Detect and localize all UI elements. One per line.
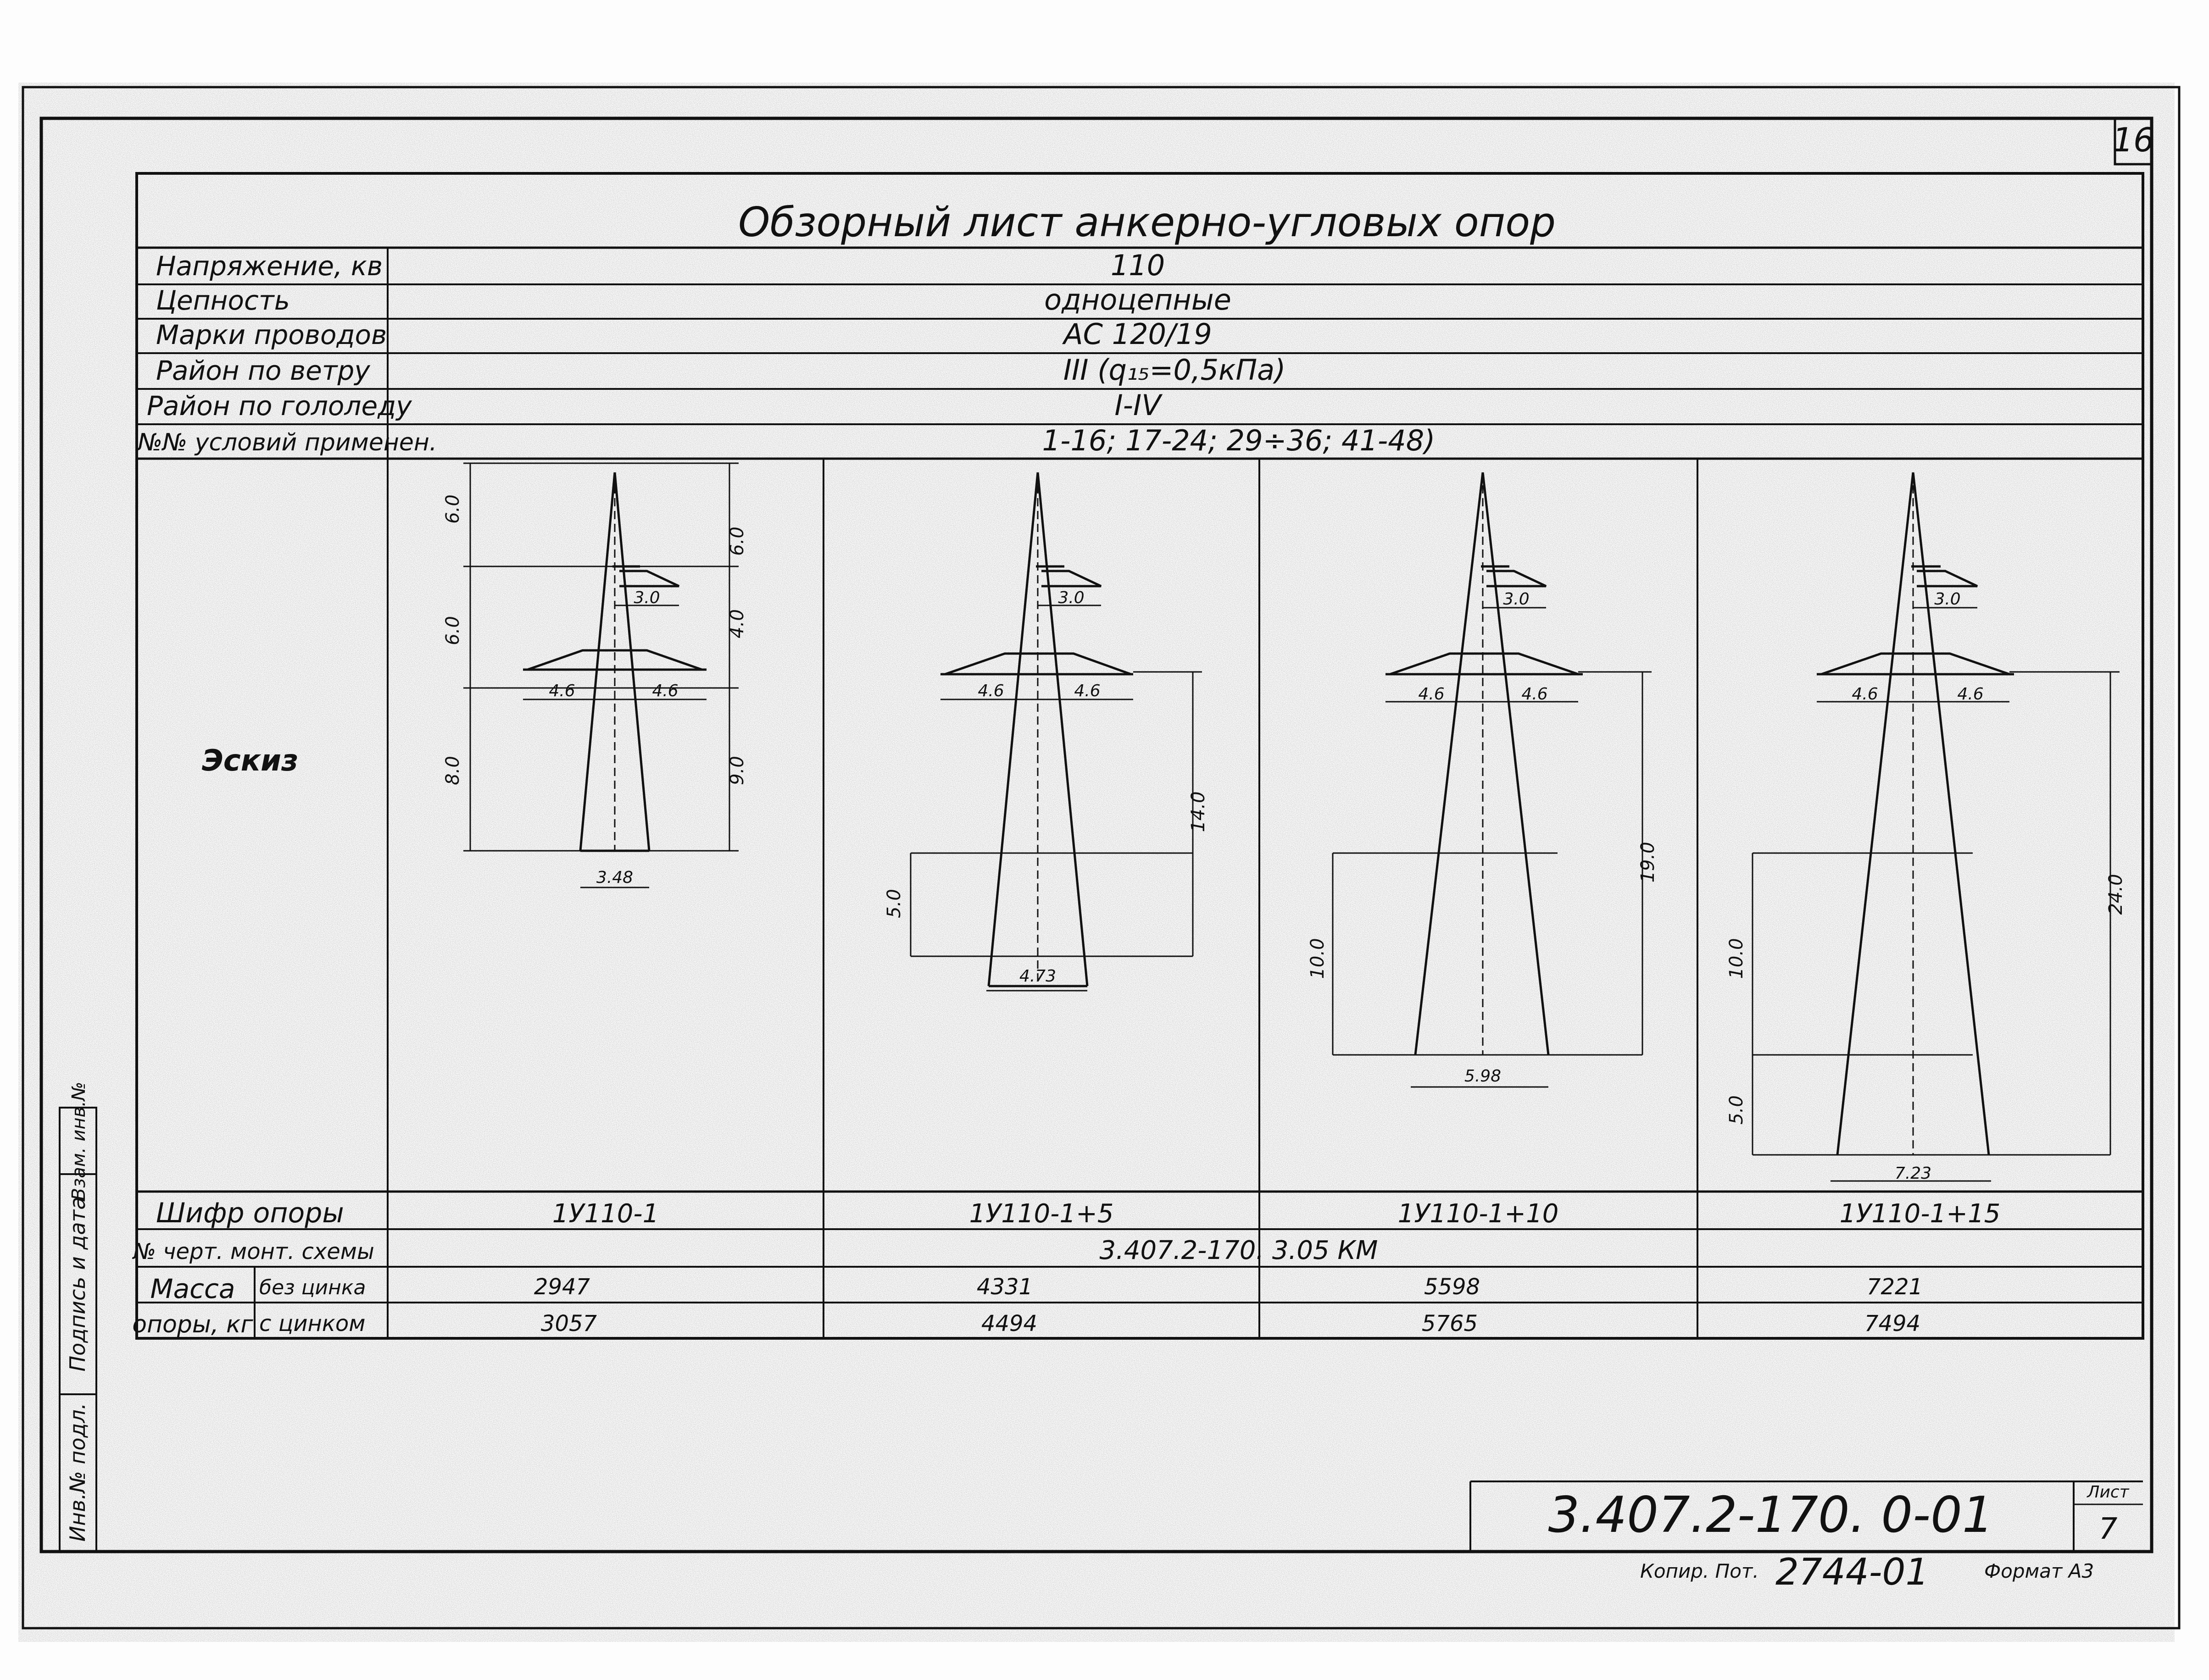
svg-text:Взам. инв.№: Взам. инв.№ [68,1082,89,1201]
param-value-ice: I-IV [1114,388,1163,422]
svg-text:9.0: 9.0 [727,756,748,785]
drawing-row-value: 3.407.2-170. 3.05 КМ [1099,1236,1378,1265]
svg-text:Инв.№ подл.: Инв.№ подл. [65,1403,90,1542]
svg-text:3.0: 3.0 [1503,590,1529,609]
drawing-row-label: № черт. монт. схемы [132,1239,374,1264]
param-label-wires: Марки проводов [156,319,387,350]
tower-sketch-3 [1332,472,1652,1088]
document-code: 3.407.2-170. 0-01 [1548,1486,1993,1544]
svg-text:24.0: 24.0 [2105,874,2126,915]
svg-text:4.73: 4.73 [1019,967,1056,986]
sheet-label: Лист [2086,1483,2129,1502]
tower-dims-2: 5.0 14.0 3.0 4.6 4.6 4.73 [884,588,1209,986]
mass-zinc-3: 5765 [1422,1311,1478,1336]
svg-text:3.0: 3.0 [1934,590,1960,609]
svg-text:4.6: 4.6 [978,682,1004,700]
tower-dims-3: 10.0 19.0 3.0 4.6 4.6 5.98 [1307,590,1658,1086]
tower-code-2: 1У110-1+5 [969,1199,1113,1229]
param-label-circuits: Цепность [156,285,290,316]
svg-text:3.0: 3.0 [634,588,660,607]
svg-text:4.6: 4.6 [549,682,575,700]
title-block: 3.407.2-170. 0-01 Лист 7 [1469,1480,2143,1552]
table-frame [135,172,2144,1340]
sheet-value: 7 [2099,1512,2118,1546]
svg-text:10.0: 10.0 [1726,938,1747,979]
param-value-wires: АС 120/19 [1062,317,1212,351]
svg-text:10.0: 10.0 [1307,938,1328,979]
svg-text:8.0: 8.0 [442,756,463,785]
svg-text:14.0: 14.0 [1188,791,1209,832]
param-label-voltage: Напряжение, кв [156,250,383,282]
svg-text:4.6: 4.6 [1852,685,1878,704]
tower-sketch-2 [910,472,1202,992]
svg-text:4.6: 4.6 [652,682,678,700]
svg-text:5.0: 5.0 [884,889,905,918]
svg-text:5.0: 5.0 [1726,1095,1747,1125]
tower-sketch-1 [463,462,739,888]
svg-text:7.23: 7.23 [1895,1164,1931,1183]
svg-text:3.0: 3.0 [1058,588,1084,607]
svg-text:4.6: 4.6 [1418,685,1444,704]
param-label-ice: Район по гололеду [147,390,412,421]
tower-code-1: 1У110-1 [552,1199,659,1229]
copied-value: 2744-01 [1775,1551,1929,1593]
mass-zinc-2: 4494 [981,1311,1037,1336]
code-row-label: Шифр опоры [156,1197,344,1229]
no-zinc-label: без цинка [259,1276,366,1299]
param-label-conditions: №№ условий применен. [136,429,437,456]
outer-frame [39,116,2153,1553]
tower-dims-1: 6.0 6.0 6.0 4.0 8.0 9.0 3.0 4.6 4.6 3.48 [442,494,748,887]
svg-text:4.6: 4.6 [1074,682,1100,700]
side-stamp: Инв.№ подл. Подпись и дата Взам. инв.№ [59,1082,97,1552]
mass-zinc-1: 3057 [541,1311,597,1336]
tower-code-4: 1У110-1+15 [1840,1199,2001,1229]
format-label: Формат А3 [1984,1560,2094,1582]
svg-text:3.48: 3.48 [596,868,633,887]
param-value-wind: III (q₁₅=0,5кПа) [1063,353,1286,387]
parameter-rows: Напряжение, кв 110 Цепность одноцепные М… [136,248,2143,460]
sketch-label: Эскиз [202,744,298,778]
svg-text:6.0: 6.0 [727,527,748,556]
mass-zinc-4: 7494 [1864,1311,1920,1336]
copied-label: Копир. Пот. [1640,1560,1759,1582]
zinc-label: с цинком [259,1311,365,1336]
svg-text:4.6: 4.6 [1957,685,1983,704]
svg-text:5.98: 5.98 [1464,1067,1501,1086]
svg-text:4.0: 4.0 [727,609,748,638]
tower-sketch-4 [1752,472,2120,1182]
svg-text:Подпись и дата: Подпись и дата [65,1197,90,1371]
tower-code-3: 1У110-1+10 [1398,1199,1559,1229]
sheet-number: 16 [2112,121,2154,159]
param-value-conditions: 1-16; 17-24; 29÷36; 41-48) [1042,424,1436,457]
mass-label-2: опоры, кг [132,1311,253,1338]
tower-dims-4: 10.0 5.0 24.0 3.0 4.6 4.6 7.23 [1726,590,2126,1183]
svg-text:6.0: 6.0 [442,616,463,645]
svg-text:6.0: 6.0 [442,494,463,524]
svg-text:4.6: 4.6 [1521,685,1547,704]
param-value-voltage: 110 [1111,249,1165,282]
mass-label-1: Масса [150,1273,235,1304]
param-label-wind: Район по ветру [156,355,370,386]
mass-no-zinc-4: 7221 [1867,1274,1923,1300]
param-value-circuits: одноцепные [1044,283,1231,316]
mass-no-zinc-3: 5598 [1424,1274,1480,1300]
mass-no-zinc-2: 4331 [977,1274,1033,1300]
svg-text:19.0: 19.0 [1637,842,1658,882]
page-title: Обзорный лист анкерно-угловых опор [738,199,1556,246]
mass-no-zinc-1: 2947 [534,1274,590,1300]
